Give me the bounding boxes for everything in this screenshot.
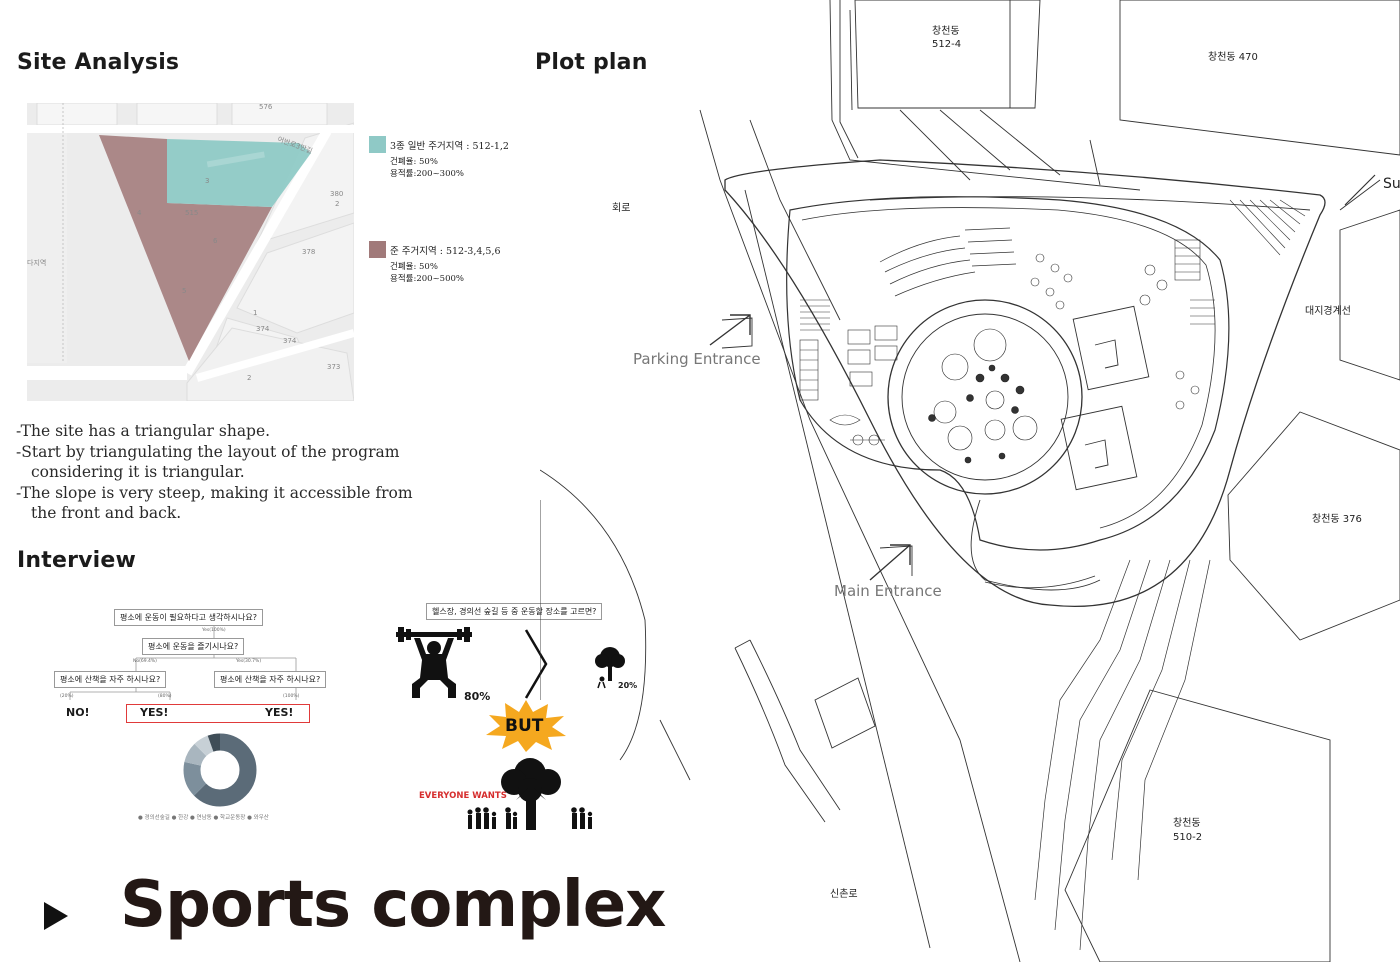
site-map-label: 378 xyxy=(302,248,315,256)
but-burst-icon xyxy=(486,700,566,752)
building-376 xyxy=(1227,411,1400,641)
plan-label-510b: 510-2 xyxy=(1173,832,1202,843)
site-map-label: 2 xyxy=(335,200,339,208)
percent-label: (100%) xyxy=(283,694,300,699)
family-tree-icon xyxy=(467,758,593,830)
answer-yes: YES! xyxy=(140,706,169,719)
legend-line: 용적률:200~300% xyxy=(390,169,464,179)
plan-label-boundary: 대지경계선 xyxy=(1305,304,1351,317)
site-map: 576 어반로3만길 380 2 515 378 4 374 374 373 2… xyxy=(27,103,354,401)
main-entrance-label: Main Entrance xyxy=(834,582,942,600)
but-label: BUT xyxy=(505,716,544,736)
donut-legend: ● 경의선숲길 ● 한강 ● 연남동 ● 학교운동장 ● 와우산 xyxy=(138,815,269,821)
legend-swatch xyxy=(369,241,386,258)
site-map-label: 380 xyxy=(330,190,343,198)
site-map-label: 374 xyxy=(256,325,270,333)
building-north-1 xyxy=(854,0,1041,109)
plan-label-su: Su xyxy=(1383,176,1400,192)
site-map-label: 3 xyxy=(205,177,209,185)
interview-heading: Interview xyxy=(17,548,137,573)
site-map-label: 515 xyxy=(185,209,198,217)
parking-entrance-label: Parking Entrance xyxy=(633,350,761,368)
donut-segment xyxy=(183,733,257,807)
everyone-wants-label: EVERYONE WANTS xyxy=(419,791,507,801)
question-box: 평소에 운동을 즐기시나요? xyxy=(142,638,245,655)
weightlifter-icon xyxy=(396,627,472,698)
building-north-2 xyxy=(1119,0,1400,156)
analysis-point: -The slope is very steep, making it acce… xyxy=(16,483,413,523)
legend-title: 준 주거지역 : 512-3,4,5,6 xyxy=(390,245,501,257)
site-map-label: 1 xyxy=(253,309,257,317)
legend-line: 용적률:200~500% xyxy=(390,274,464,284)
park-percent: 20% xyxy=(618,681,638,690)
site-map-label: 5 xyxy=(182,287,186,295)
plan-label-north2: 창천동 470 xyxy=(1208,51,1258,63)
donut-segment xyxy=(183,733,257,807)
park-tree-icon xyxy=(595,647,625,689)
percent-label: Yes(30.7%) xyxy=(236,659,262,664)
preference-question: 헬스장, 경의선 숲길 등 중 운동할 장소를 고르면? xyxy=(426,603,603,620)
plot-plan-heading: Plot plan xyxy=(535,50,648,75)
percent-label: (20%) xyxy=(60,694,74,699)
site-map-label: 6 xyxy=(213,237,218,245)
plan-label-376: 창천동 376 xyxy=(1312,513,1362,525)
yes-highlight-box xyxy=(126,704,310,723)
answer-no: NO! xyxy=(66,706,90,719)
legend-title: 3종 일반 주거지역 : 512-1,2 xyxy=(390,140,509,152)
site-map-label: 다지역 xyxy=(27,258,46,267)
percent-label: (80%) xyxy=(158,694,172,699)
gym-percent: 80% xyxy=(464,690,491,703)
plan-label-510a: 창천동 xyxy=(1173,817,1201,829)
legend-item-residential-3: 3종 일반 주거지역 : 512-1,2 건폐율: 50% 용적률:200~30… xyxy=(369,136,509,180)
project-title: Sports complex xyxy=(120,868,666,942)
site-analysis-heading: Site Analysis xyxy=(17,50,180,75)
site-map-label: 4 xyxy=(137,209,142,217)
interview-tree: 평소에 운동이 필요하다고 생각하시나요? Yes(100%) 평소에 운동을 … xyxy=(40,600,370,830)
site-map-label: 373 xyxy=(327,363,340,371)
percent-label: No(69.4%) xyxy=(133,659,157,664)
analysis-points: -The site has a triangular shape. -Start… xyxy=(16,421,436,524)
legend-line: 건폐율: 50% xyxy=(390,262,438,272)
plan-label-north1b: 512-4 xyxy=(932,39,961,50)
answer-yes: YES! xyxy=(265,706,294,719)
plan-label-road-s: 신촌로 xyxy=(830,888,858,900)
plan-label-road-w: 회로 xyxy=(612,202,630,214)
question-box: 평소에 산책을 자주 하시나요? xyxy=(214,671,327,688)
question-box: 평소에 운동이 필요하다고 생각하시나요? xyxy=(114,609,263,626)
analysis-point: -The site has a triangular shape. xyxy=(16,422,271,440)
greater-than-icon xyxy=(524,629,548,699)
tree-connectors xyxy=(69,626,297,700)
analysis-point: -Start by triangulating the layout of th… xyxy=(16,442,400,482)
play-triangle-icon xyxy=(44,902,68,930)
plot-plan-drawing: 창천동 512-4 창천동 470 회로 대지경계선 Su 창천동 376 창천… xyxy=(540,0,1400,962)
building-510 xyxy=(1064,689,1331,962)
legend-line: 건폐율: 50% xyxy=(390,157,438,167)
percent-label: Yes(100%) xyxy=(202,628,226,633)
small-structure xyxy=(814,677,876,749)
question-box: 평소에 산책을 자주 하시나요? xyxy=(54,671,167,688)
site-map-label: 2 xyxy=(247,374,251,382)
plan-label-north1: 창천동 xyxy=(932,25,960,37)
legend-swatch xyxy=(369,136,386,153)
place-donut-chart xyxy=(183,733,257,807)
legend-item-semi-residential: 준 주거지역 : 512-3,4,5,6 건폐율: 50% 용적률:200~50… xyxy=(369,241,501,285)
site-map-label: 374 xyxy=(283,337,297,345)
building-east xyxy=(1339,209,1400,381)
site-map-label: 576 xyxy=(259,103,273,111)
